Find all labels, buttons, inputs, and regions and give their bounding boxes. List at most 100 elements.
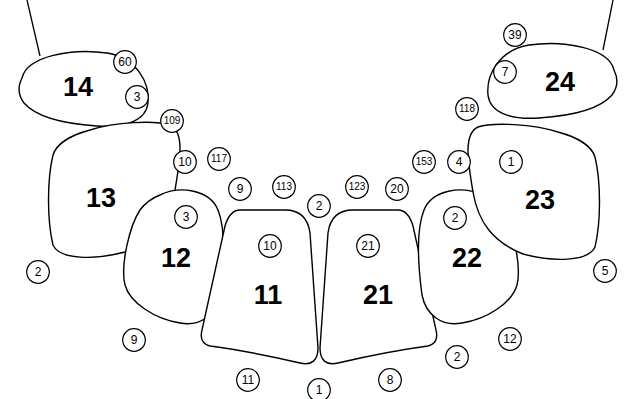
circle-outline [175, 206, 198, 229]
callout-number: 21 [361, 240, 374, 252]
circle-outline [413, 151, 436, 174]
callout-circle: 1 [307, 378, 331, 399]
circle-outline [379, 369, 402, 392]
callout-circle: 9 [122, 328, 146, 352]
callout-circle: 109 [160, 109, 184, 133]
callout-number: 8 [387, 374, 394, 386]
callout-number: 1 [316, 384, 323, 396]
callout-circle: 39 [503, 23, 527, 47]
callout-circle: 60 [113, 50, 137, 74]
callout-circle: 10 [173, 150, 197, 174]
tooth-outline-path [19, 52, 148, 127]
circle-outline [308, 379, 331, 399]
callout-number: 7 [502, 66, 509, 78]
circle-outline [357, 235, 380, 258]
callout-number: 3 [134, 91, 141, 103]
circle-outline [174, 151, 197, 174]
circle-outline [308, 195, 331, 218]
circle-outline [594, 260, 617, 283]
circle-outline [27, 261, 50, 284]
callout-number: 9 [131, 334, 138, 346]
callout-circle: 2 [443, 206, 467, 230]
circle-outline [446, 346, 469, 369]
callout-number: 39 [508, 29, 521, 41]
circle-outline [161, 110, 184, 133]
callout-circle: 123 [345, 175, 369, 199]
callout-number: 2 [316, 200, 323, 212]
circle-outline [273, 176, 296, 199]
callout-number: 20 [390, 183, 403, 195]
callout-circle: 20 [385, 177, 409, 201]
circle-outline [259, 235, 282, 258]
callout-number: 2 [35, 266, 42, 278]
circle-outline [386, 178, 409, 201]
circle-outline [126, 86, 149, 109]
callout-circle: 153 [412, 150, 436, 174]
callout-circle: 4 [447, 150, 471, 174]
tooth-outline-path [201, 210, 318, 364]
tooth-number: 12 [161, 245, 191, 272]
tooth-outline-path [468, 124, 600, 259]
tooth-number: 22 [452, 245, 482, 272]
tooth-number: 14 [63, 74, 93, 101]
callout-number: 118 [459, 104, 475, 114]
callout-number: 10 [263, 240, 276, 252]
callout-circle: 3 [174, 205, 198, 229]
tooth-outline: 23 1 [463, 122, 603, 264]
circle-outline [499, 328, 522, 351]
circle-outline [237, 369, 260, 392]
callout-number: 4 [456, 156, 463, 168]
callout-number: 109 [164, 116, 181, 126]
callout-number: 1 [508, 156, 515, 168]
circle-outline [494, 61, 517, 84]
callout-number: 2 [454, 351, 461, 363]
callout-circle: 9 [228, 177, 252, 201]
circle-outline [114, 51, 137, 74]
circle-outline [500, 151, 523, 174]
callout-circle: 21 [356, 234, 380, 258]
callout-number: 117 [211, 154, 227, 164]
callout-circle: 12 [498, 327, 522, 351]
circle-outline [208, 148, 231, 171]
circle-outline [444, 207, 467, 230]
tooth-number: 13 [86, 185, 116, 212]
callout-number: 3 [183, 211, 190, 223]
callout-circle: 117 [207, 147, 231, 171]
tooth-outline-path [488, 44, 617, 119]
callout-number: 11 [242, 374, 254, 386]
circle-outline [346, 176, 369, 199]
callout-circle: 3 [125, 85, 149, 109]
callout-number: 2 [452, 212, 459, 224]
tooth-number: 21 [363, 282, 393, 309]
tooth-outline: 11 10 [200, 208, 320, 366]
circle-outline [456, 98, 479, 121]
tooth-number: 23 [525, 187, 555, 214]
callout-circle: 5 [593, 259, 617, 283]
callout-circle: 2 [445, 345, 469, 369]
callout-circle: 118 [455, 97, 479, 121]
leader-line [27, 0, 40, 56]
callout-circle: 2 [26, 260, 50, 284]
callout-circle: 10 [258, 234, 282, 258]
callout-number: 12 [503, 333, 516, 345]
callout-circle: 8 [378, 368, 402, 392]
circle-outline [504, 24, 527, 47]
callout-number: 60 [118, 56, 131, 68]
callout-circle: 113 [272, 175, 296, 199]
circle-outline [123, 329, 146, 352]
callout-circle: 11 [236, 368, 260, 392]
callout-number: 153 [416, 157, 433, 167]
callout-number: 113 [276, 182, 292, 192]
callout-number: 9 [237, 183, 244, 195]
tooth-number: 11 [254, 282, 283, 309]
tooth-number: 24 [545, 69, 575, 96]
circle-outline [448, 151, 471, 174]
callout-number: 10 [178, 156, 191, 168]
callout-number: 5 [602, 265, 609, 277]
callout-circle: 7 [493, 60, 517, 84]
callout-circle: 1 [499, 150, 523, 174]
callout-circle: 2 [307, 194, 331, 218]
leader-line [603, 0, 613, 50]
callout-number: 123 [349, 182, 366, 192]
